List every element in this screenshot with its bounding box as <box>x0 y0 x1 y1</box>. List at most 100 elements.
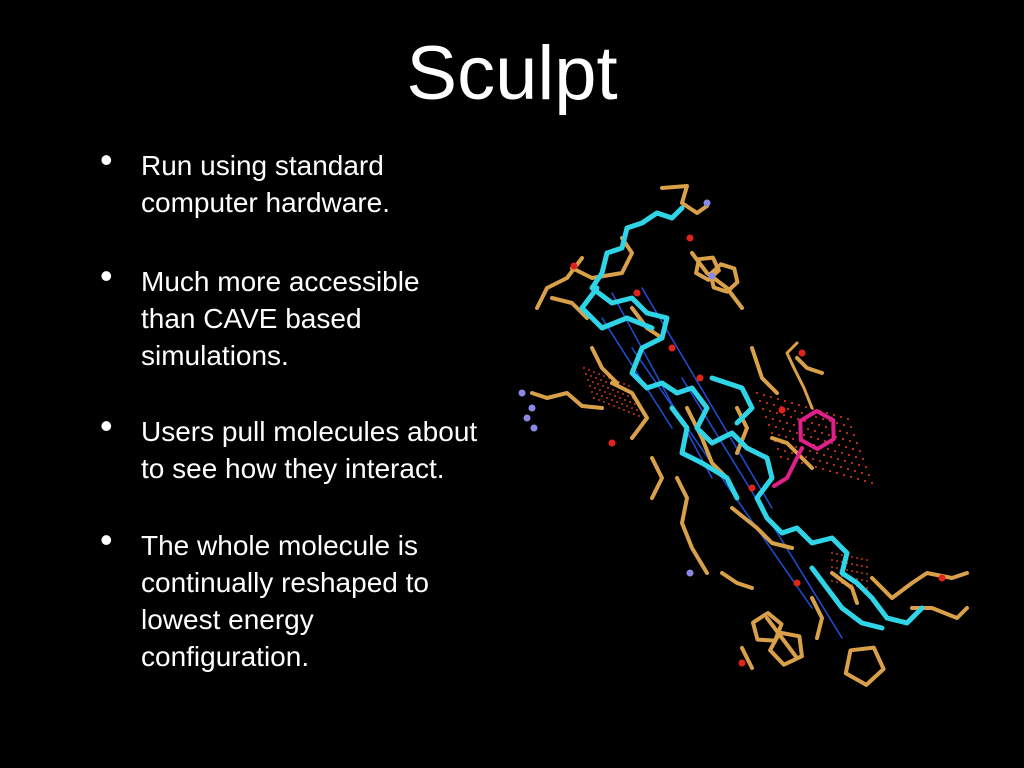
mesh-point <box>769 395 773 399</box>
mesh-point <box>634 403 636 405</box>
oxygen-atom <box>570 262 578 270</box>
mesh-point <box>786 457 790 461</box>
mesh-point <box>589 385 591 387</box>
mesh-point <box>598 399 600 401</box>
mesh-point <box>593 371 595 373</box>
mesh-point <box>762 393 766 397</box>
side-chain <box>570 236 634 280</box>
mesh-point <box>831 559 833 561</box>
mesh-point <box>638 415 640 417</box>
mesh-point <box>822 453 826 457</box>
mesh-point <box>770 431 774 435</box>
mesh-point <box>844 445 848 449</box>
mesh-point <box>861 565 863 567</box>
mesh-point <box>831 552 833 554</box>
side-chain <box>685 406 729 480</box>
mesh-point <box>866 587 868 589</box>
bullet-marker: • <box>100 255 113 296</box>
mesh-point <box>777 433 781 437</box>
mesh-point <box>855 441 859 445</box>
mesh-point <box>836 581 838 583</box>
mesh-point <box>791 437 795 441</box>
mesh-point <box>781 427 785 431</box>
mesh-point <box>857 463 861 467</box>
mesh-point <box>792 423 796 427</box>
oxygen-atom <box>748 484 756 492</box>
mesh-point <box>814 415 818 419</box>
mesh-point <box>840 451 844 455</box>
mesh-point <box>605 381 607 383</box>
mesh-point <box>782 413 786 417</box>
mesh-point <box>618 407 620 409</box>
mesh-point <box>585 373 587 375</box>
side-chain <box>720 571 754 590</box>
mesh-point <box>631 407 633 409</box>
mesh-point <box>602 385 604 387</box>
mesh-point <box>619 397 621 399</box>
nitrogen-atom <box>686 569 694 577</box>
mesh-point <box>832 463 836 467</box>
mesh-point <box>628 411 630 413</box>
mesh-point <box>836 553 838 555</box>
mesh-point <box>613 405 615 407</box>
mesh-point <box>590 375 592 377</box>
mesh-point <box>624 399 626 401</box>
mesh-point <box>767 423 771 427</box>
backbone-branch <box>669 405 740 501</box>
side-chain <box>530 391 604 410</box>
mesh-point <box>811 457 815 461</box>
mesh-point <box>778 419 782 423</box>
oxygen-atom <box>798 349 806 357</box>
mesh-point <box>593 397 595 399</box>
mesh-point <box>796 417 800 421</box>
mesh-point <box>604 391 606 393</box>
mesh-point <box>846 417 850 421</box>
mesh-point <box>797 403 801 407</box>
mesh-point <box>599 389 601 391</box>
side-chain <box>590 346 619 385</box>
mesh-point <box>861 579 863 581</box>
side-chain <box>750 346 779 395</box>
mesh-point <box>827 433 831 437</box>
bullet-marker: • <box>100 405 113 446</box>
mesh-point <box>838 429 842 433</box>
mesh-point <box>611 399 613 401</box>
mesh-point <box>583 367 585 369</box>
oxygen-atom <box>696 374 704 382</box>
side-chain <box>610 381 649 440</box>
backbone-chain <box>589 205 925 626</box>
mesh-point <box>858 449 862 453</box>
mesh-point <box>851 556 853 558</box>
mesh-point <box>815 451 819 455</box>
mesh-point <box>813 429 817 433</box>
mesh-point <box>628 385 630 387</box>
mesh-point <box>793 409 797 413</box>
mesh-point <box>587 379 589 381</box>
bullet-marker: • <box>100 519 113 560</box>
mesh-point <box>761 407 765 411</box>
mesh-point <box>600 379 602 381</box>
nitrogen-atom <box>708 272 716 280</box>
mesh-point <box>821 467 825 471</box>
bullet-item: • Run using standard computer hardware. <box>100 141 500 221</box>
mesh-point <box>825 461 829 465</box>
mesh-point <box>783 399 787 403</box>
mesh-point <box>783 449 787 453</box>
side-chain <box>660 184 709 215</box>
mesh-point <box>626 405 628 407</box>
mesh-point <box>866 559 868 561</box>
mesh-point <box>851 563 853 565</box>
mesh-point <box>831 566 833 568</box>
mesh-point <box>795 431 799 435</box>
mesh-point <box>846 467 850 471</box>
mesh-point <box>597 383 599 385</box>
bullet-text: Users pull molecules about to see how th… <box>141 416 478 484</box>
mesh-point <box>786 407 790 411</box>
mesh-point <box>836 567 838 569</box>
mesh-point <box>825 411 829 415</box>
side-chain <box>730 506 794 550</box>
mesh-point <box>861 457 865 461</box>
mesh-point <box>836 560 838 562</box>
mesh-point <box>823 439 827 443</box>
bullet-marker: • <box>100 139 113 180</box>
